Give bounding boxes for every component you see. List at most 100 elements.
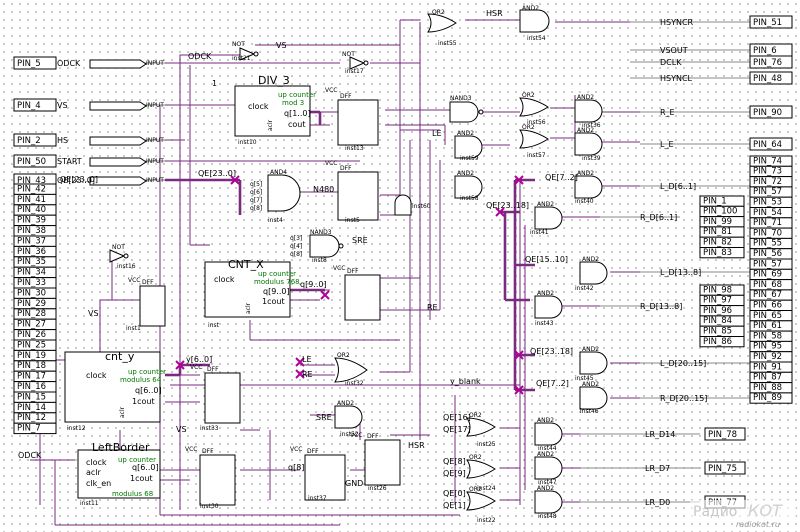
pin-stack-left-8: PIN_34 <box>17 268 46 278</box>
leftb-clock: clock <box>86 458 107 467</box>
net-label-8: RE <box>302 370 313 379</box>
cnty-clock: clock <box>86 371 107 380</box>
net-label-18: QE[7..2] <box>545 173 578 182</box>
leftb-sub2: modulus 68 <box>112 490 153 498</box>
inst-label-14: inst42 <box>575 285 594 292</box>
bus-output-4: L_D[20..15] <box>660 359 706 368</box>
cnty-inst: inst12 <box>67 425 86 432</box>
gate-type-20: OR2 <box>337 352 350 359</box>
not-gate <box>239 47 256 61</box>
div3-title: DIV_3 <box>258 74 290 87</box>
pin-stack-left-21: PIN_14 <box>17 403 46 413</box>
bus-output-0: L_D[6..1] <box>660 182 696 191</box>
io-type-3: INPUT <box>146 158 164 165</box>
inst-label-28: inst30 <box>200 503 219 510</box>
cntx-clock: clock <box>214 275 235 284</box>
inst-label-23: inst24 <box>477 485 496 492</box>
pin-stack-left-2: PIN_40 <box>17 205 46 215</box>
output-pin-0: PIN_51 <box>753 18 782 28</box>
pin-stack-left-6: PIN_36 <box>17 247 46 257</box>
pin-box-left-3: PIN_50 <box>17 157 46 167</box>
gate-type-15: AND2 <box>537 290 554 297</box>
gate-type-3: NOT <box>342 51 355 58</box>
cnty-q: q[6..0] <box>135 386 162 395</box>
inst-label-24: inst47 <box>538 479 557 486</box>
and4-tap-2: q[7] <box>250 197 262 204</box>
pin-right-14: PIN_66 <box>753 301 782 311</box>
and2-gate <box>454 175 483 199</box>
net-label-7: LE <box>302 355 312 364</box>
and2-gate <box>574 99 603 123</box>
pin-rd2-4: PIN_85 <box>703 327 732 337</box>
inst-label-3: inst56 <box>527 119 546 126</box>
net-label-12: QE[23..0] <box>60 175 98 184</box>
output-pin-3: PIN_48 <box>753 74 782 84</box>
vcc-label-6: VCC <box>290 446 302 453</box>
inst-label-9: inst4 <box>268 217 283 224</box>
gate-type-2: NOT <box>232 41 245 48</box>
pin-right-21: PIN_87 <box>753 373 782 383</box>
gate-type-18: NAND3 <box>310 229 332 236</box>
pin-right-20: PIN_91 <box>753 362 782 372</box>
net-label-22: QE[7..2] <box>536 379 569 388</box>
io-type-4: INPUT <box>146 177 164 184</box>
bus-output-2: L_D[13..8] <box>660 268 701 277</box>
lr-pin-0: PIN_78 <box>708 430 737 440</box>
pin-stack-left-23-box <box>13 422 57 435</box>
pin-right-3: PIN_57 <box>753 187 782 197</box>
pin-rd2-2: PIN_96 <box>703 306 732 316</box>
pin-right-16: PIN_61 <box>753 321 782 331</box>
pin-box-left-2-box <box>13 133 57 147</box>
cntx-q: q[9..0] <box>263 287 290 296</box>
pin-stack-left-9: PIN_33 <box>17 278 46 288</box>
or2-gate <box>519 97 549 117</box>
pin-stack-left-7: PIN_35 <box>17 257 46 267</box>
leftb-q: q[6..0] <box>132 463 159 472</box>
gate-type-7: AND2 <box>457 130 474 137</box>
buses <box>165 110 535 392</box>
vcc-label-3: VCC <box>128 277 140 284</box>
net-label-30: VS <box>176 425 187 434</box>
input-signal-2: HS <box>57 136 68 145</box>
pin-stack-left-14: PIN_26 <box>17 330 46 340</box>
io-type-1: INPUT <box>146 102 164 109</box>
pin-right-8: PIN_55 <box>753 239 782 249</box>
cntx-sub2: modulus 768 <box>254 278 300 286</box>
pin-stack-left-1: PIN_41 <box>17 195 46 205</box>
input-signal-4: QE[23..0] <box>57 176 95 185</box>
cntx-cout: 1cout <box>262 297 285 306</box>
vcc-label-7: VCC <box>350 432 362 439</box>
and2-gate <box>454 135 483 159</box>
gate-type-26: AND2 <box>537 451 554 458</box>
pin-stack-left-22: PIN_12 <box>17 413 46 423</box>
nand3-gate <box>449 101 479 123</box>
pin-box-left-0: PIN_5 <box>17 59 41 69</box>
pin-rd2-5-box <box>699 336 745 348</box>
net-label-19: QE[23..18] <box>486 201 529 210</box>
net-label-5: LE <box>432 129 442 138</box>
or3-gate <box>334 357 368 383</box>
pin-stack-left-13: PIN_27 <box>17 320 46 330</box>
net-label-3: HSR <box>486 9 503 18</box>
pin-right-9: PIN_56 <box>753 249 782 259</box>
inst-label-0: inst55 <box>438 40 457 47</box>
bus-output-1: R_D[6..1] <box>640 213 677 222</box>
net-label-11: HSR <box>408 441 425 450</box>
lr-pin-1: PIN_75 <box>708 464 737 474</box>
pin-right-12: PIN_68 <box>753 280 782 290</box>
inst-label-11: inst13 <box>345 145 364 152</box>
and2-gate <box>534 422 563 446</box>
pin-right-4: PIN_53 <box>753 198 782 208</box>
pin-box-left-1-box <box>13 98 57 112</box>
io-type-0: INPUT <box>146 60 164 67</box>
div3-q: q[1..0] <box>284 109 311 118</box>
div3-inst: inst10 <box>238 139 257 146</box>
pin-stack-left-3: PIN_39 <box>17 216 46 226</box>
gate-type-10: AND2 <box>457 170 474 177</box>
pin-rd2-0: PIN_98 <box>703 285 732 295</box>
div3-sub1: up counter <box>278 91 316 99</box>
pin-right-17: PIN_58 <box>753 331 782 341</box>
or2-gate <box>427 13 457 33</box>
pin-rd-0: PIN_1 <box>703 196 727 206</box>
leftb-sub1: up counter <box>118 456 156 464</box>
